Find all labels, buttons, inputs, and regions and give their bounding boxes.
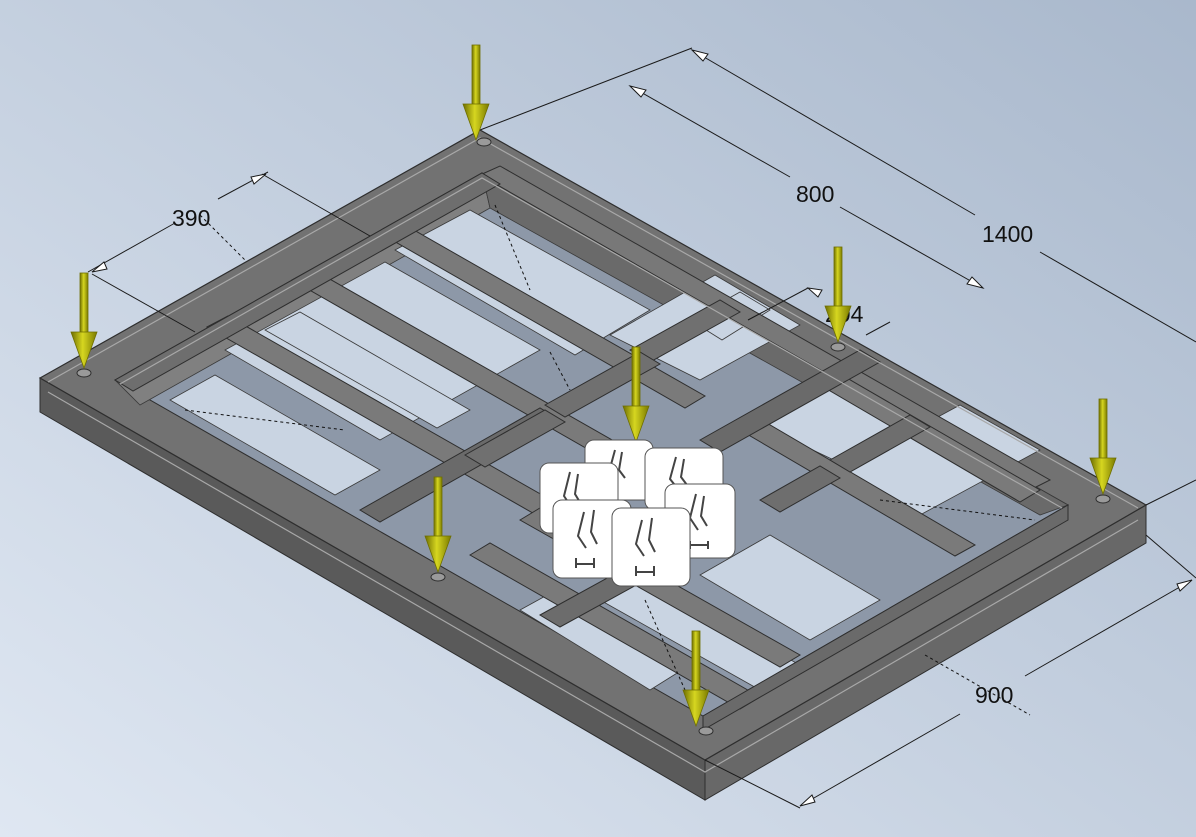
hidden-lines <box>184 204 1036 716</box>
load-arrows[interactable] <box>70 44 1117 728</box>
load-arrow-icon[interactable] <box>70 272 98 370</box>
dimension-label-800: 800 <box>796 181 834 207</box>
load-arrow-icon[interactable] <box>462 44 490 142</box>
dimension-label-390: 390 <box>172 205 210 231</box>
frame-highlight-edges <box>47 137 1139 773</box>
frame-model[interactable] <box>38 129 1148 801</box>
dimension-label-900: 900 <box>975 682 1013 708</box>
load-arrow-icon[interactable] <box>622 346 650 444</box>
load-arrow-icon[interactable] <box>424 476 452 574</box>
dimension-label-1400: 1400 <box>982 221 1033 247</box>
load-arrow-icon[interactable] <box>824 246 852 344</box>
constraint-glyph-cluster[interactable] <box>539 439 736 587</box>
dimension-900[interactable]: 900 <box>704 534 1196 809</box>
load-arrow-icon[interactable] <box>682 630 710 728</box>
dimension-1400[interactable]: 1400 <box>479 47 1196 506</box>
frame-cross-beams <box>114 172 1069 731</box>
dimension-800[interactable]: 800 <box>628 85 985 289</box>
constraint-glyph-icon[interactable] <box>611 507 691 587</box>
load-arrow-icon[interactable] <box>1089 398 1117 496</box>
dimension-390[interactable]: 390 <box>87 171 371 333</box>
